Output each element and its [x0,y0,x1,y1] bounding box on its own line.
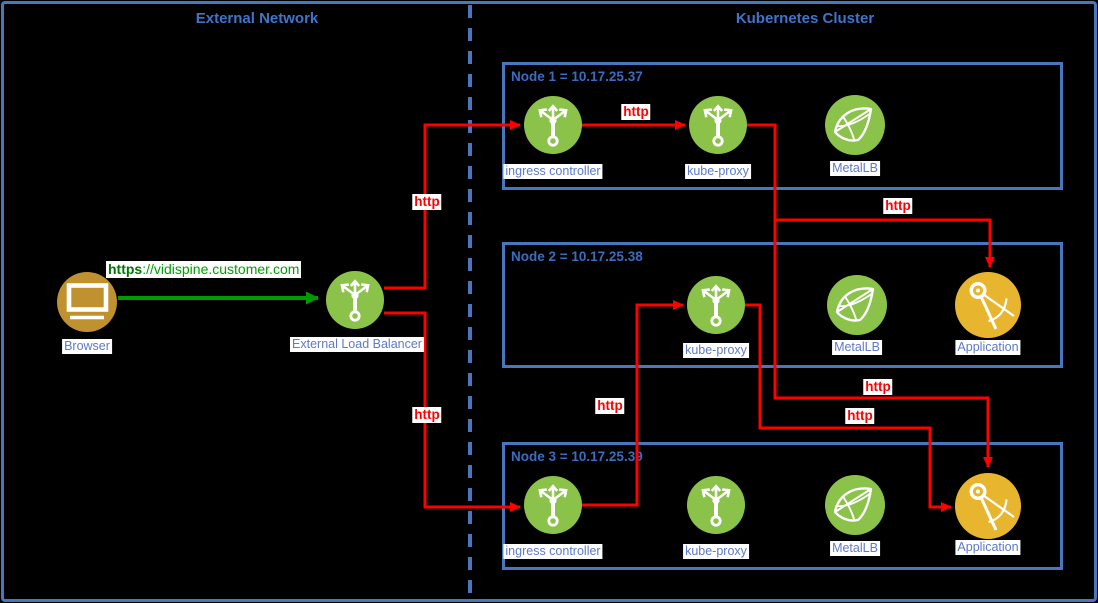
load-balancer-icon [703,104,733,147]
node1-metallb [825,95,885,155]
load-balancer-icon [701,484,731,527]
http-label-to-app-node3-upper: http [863,379,893,395]
http-label-lb-node1: http [412,194,442,210]
node1-title: Node 1 = 10.17.25.37 [511,69,643,84]
node1-ingress-controller [524,96,582,154]
node3-kube-proxy [687,476,745,534]
node2-kubeproxy-label: kube-proxy [683,343,749,358]
node2-kube-proxy [687,276,745,334]
node2-application [955,272,1021,338]
url-rest: ://vidispine.customer.com [142,261,300,277]
node1-kubeproxy-label: kube-proxy [685,164,751,179]
region-title-external-network: External Network [195,10,319,27]
region-title-kubernetes-cluster: Kubernetes Cluster [735,10,875,27]
application-icon [969,482,1015,531]
node3-application [955,473,1021,539]
load-balancer-icon [538,104,568,147]
load-balancer-icon [340,279,370,322]
http-label-ingress1-kubeproxy1: http [621,104,651,120]
node2-application-label: Application [955,340,1021,355]
node3-kubeproxy-label: kube-proxy [683,544,749,559]
node2-title: Node 2 = 10.17.25.38 [511,249,643,264]
node2-metallb [827,275,887,335]
browser-icon [66,283,109,320]
node1-kube-proxy [689,96,747,154]
browser-label: Browser [62,339,112,354]
node1-ingress-label: ingress controller [503,164,603,179]
node3-ingress-controller [524,476,582,534]
application-icon [969,281,1015,330]
http-label-to-app-node3-lower: http [845,408,875,424]
load-balancer-icon [701,284,731,327]
https-url-label: https://vidispine.customer.com [106,261,302,278]
node3-metallb [825,475,885,535]
metallb-icon [833,107,873,142]
metallb-icon [835,287,875,322]
http-label-lb-node3: http [412,407,442,423]
node1-metallb-label: MetalLB [830,161,880,176]
load-balancer-icon [538,484,568,527]
node3-ingress-label: ingress controller [503,544,603,559]
external-load-balancer-label: External Load Balancer [290,337,424,352]
node3-metallb-label: MetalLB [830,541,880,556]
node2-metallb-label: MetalLB [832,340,882,355]
url-scheme: https [108,261,143,277]
external-load-balancer-node [326,271,384,329]
http-label-ingress3-kubeproxy2: http [595,398,625,414]
browser-node [57,272,117,332]
http-label-to-app-node2: http [883,198,913,214]
node3-application-label: Application [955,540,1021,555]
metallb-icon [833,487,873,522]
